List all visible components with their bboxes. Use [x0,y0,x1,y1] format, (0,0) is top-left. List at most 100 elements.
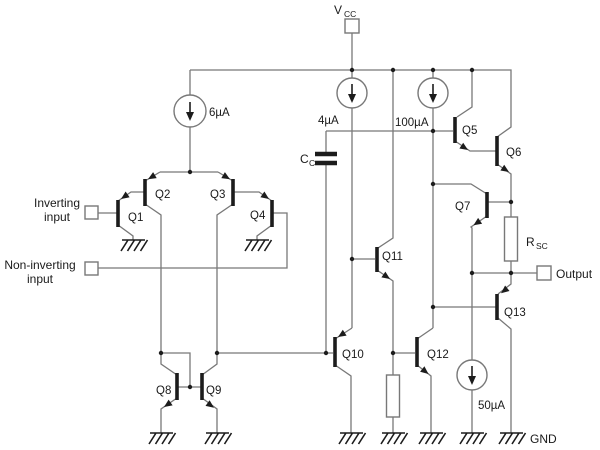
output-terminal [536,265,552,281]
wire-output-line [472,261,537,274]
source-100ua-label: 100µA [395,117,429,129]
current-source-100ua [417,77,449,109]
vcc-label: V [334,3,342,17]
output-label: Output [556,267,593,281]
wire-q11-net [352,258,394,353]
current-source-6ua [173,94,207,128]
emitter-arrows [121,142,510,408]
resistor-rsc-sub-label: SC [536,241,548,251]
ground-icon [380,432,409,445]
junction-dot [469,67,475,73]
q5-emitter-arrow [459,142,468,150]
resistor-rsc-label: R [526,235,535,249]
wire-q7-net [433,183,511,433]
q11-emitter-arrow [381,271,390,279]
current-source-circle [456,359,488,391]
source-4ua-label: 4µA [318,115,339,127]
inverting-input-terminal [84,205,99,220]
q11-label: Q11 [382,251,403,263]
inverting-input-label-line1: Inverting [34,196,80,210]
wire-6ua-branch [160,70,218,173]
junction-dot [390,350,396,356]
q9-label: Q9 [206,385,221,397]
transistor-bars [116,117,499,400]
current-arrow-head [348,94,356,103]
ground-icon [498,432,527,445]
ground-icon [418,432,447,445]
current-source-circle [173,94,207,128]
wire-q12-net [392,327,434,433]
q13-label: Q13 [504,307,526,319]
q6-label: Q6 [506,147,521,159]
resistor-rsc [503,216,519,262]
q4-emitter-arrow [260,191,269,199]
q2-label: Q2 [155,189,170,201]
junction-dot [508,270,514,276]
wire-q13-net [433,273,512,433]
q7-emitter-arrow [473,217,483,226]
q6-emitter-arrow [500,164,509,172]
q2-emitter-arrow [148,172,157,180]
q13-emitter-arrow [501,285,510,294]
gnd-label: GND [530,432,557,446]
vcc-terminal [344,18,360,34]
junction-dot [469,270,475,276]
q8-label: Q8 [156,385,171,397]
current-source-50ua [456,359,488,391]
labels: V CC Inverting input Non-inverting input… [4,3,592,446]
ground-icon [148,432,177,445]
noninverting-input-label-line2: input [27,272,54,286]
q12-label: Q12 [427,349,449,361]
junction-dot [430,304,436,310]
ground-icon [338,432,367,445]
ground-icon [120,239,149,252]
q8-emitter-arrow [164,399,173,407]
ground-icon [459,432,488,445]
q7-label: Q7 [455,201,470,213]
wire-q5-emitter [454,140,496,152]
junction-dot [323,350,329,356]
junction-dot [390,67,396,73]
inverting-input-label-line2: input [44,210,71,224]
junction-dot [158,350,164,356]
q4-label: Q4 [250,210,266,222]
q3-label: Q3 [210,189,225,201]
current-source-circle [336,77,368,109]
junction-dot [214,350,220,356]
q5-label: Q5 [462,125,477,137]
capacitor-label: C [300,152,309,166]
q10-emitter-arrow [338,329,347,337]
junction-dot [187,384,193,390]
wire-q10-net [334,327,353,433]
junction-dot [430,181,436,187]
junction-dot [187,169,193,175]
q1-label: Q1 [128,212,143,224]
ground-symbols [120,239,527,445]
wire-nets [98,33,537,433]
junction-dots [158,67,514,390]
q12-emitter-arrow [420,366,429,374]
ground-icon [204,432,233,445]
current-source-circle [417,77,449,109]
current-arrow-head [468,376,476,385]
source-6ua-label: 6µA [209,107,230,119]
wire-noninverting-input [98,212,288,269]
resistor-emitter [385,374,401,418]
ground-icon [244,239,273,252]
junction-dot [508,199,514,205]
junction-dot [349,67,355,73]
junction-dot [430,128,436,134]
vcc-sub-label: CC [344,9,356,19]
current-source-4ua [336,77,368,109]
source-50ua-label: 50µA [478,400,505,412]
junction-dot [430,67,436,73]
wire-mirror-net [160,352,218,433]
q10-label: Q10 [342,349,364,361]
wire-q5-base-line [325,130,453,353]
current-arrow-head [429,94,437,103]
q9-emitter-arrow [205,400,214,408]
wire-q11-collector [377,70,394,249]
capacitor-sub-label: C [309,158,315,168]
